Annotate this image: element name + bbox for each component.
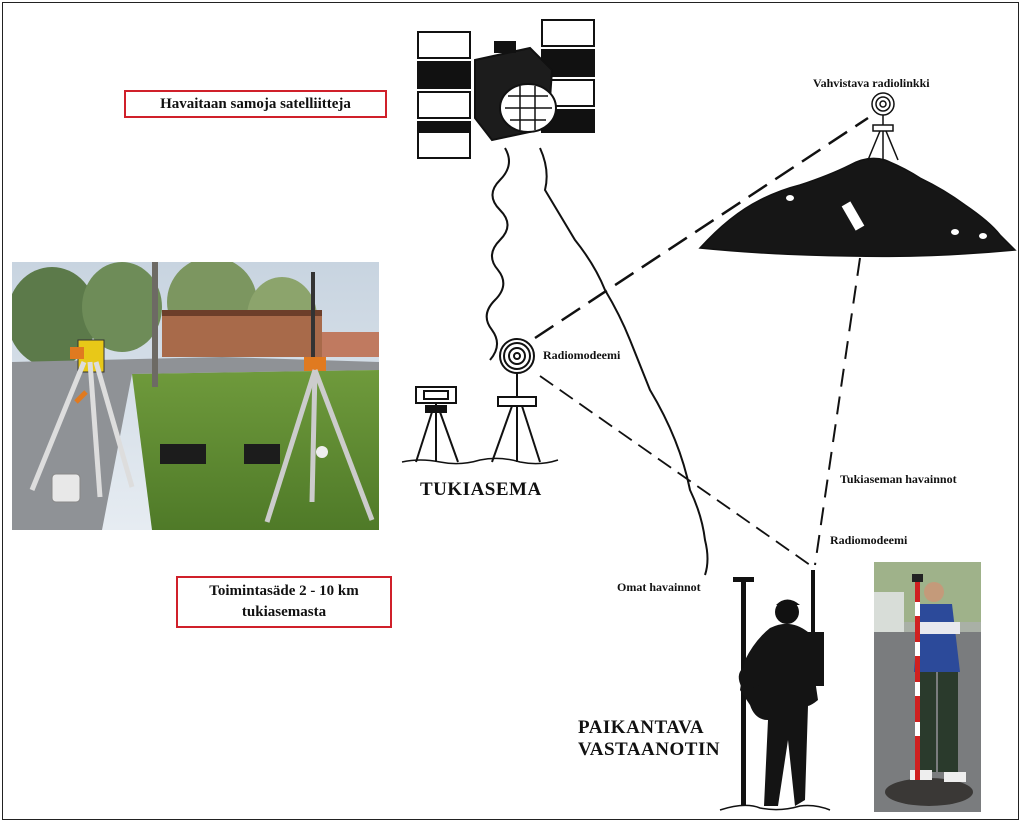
rover-photo [874,562,981,812]
tripod-radio-icon [491,338,541,463]
rover-label-line2: VASTAANOTIN [578,739,721,760]
base-station-photo [12,262,379,530]
link-base-to-rover [539,375,811,566]
link-base-to-hill [534,116,869,340]
signal-to-base [485,147,510,361]
range-box-line2: tukiasemasta [241,604,327,620]
satellites-box-text: Havaitaan samoja satelliitteja [160,96,351,112]
base-station-label: TUKIASEMA [420,479,542,500]
surveyor-silhouette-icon [719,570,831,811]
signal-to-rover [539,147,709,576]
link-hill-to-rover [814,257,861,566]
radiomodem-rover-label: Radiomodeemi [830,533,908,547]
hill-icon [698,157,1017,258]
own-observations-label: Omat havainnot [617,580,701,594]
satellites-box: Havaitaan samoja satelliitteja [124,90,387,118]
range-box-line1: Toimintasäde 2 - 10 km [209,583,359,599]
confirming-link-label: Vahvistava radiolinkki [813,76,930,90]
radiomodem-base-label: Radiomodeemi [543,348,621,362]
range-box: Toimintasäde 2 - 10 km tukiasemasta [176,576,392,628]
rover-label-line1: PAIKANTAVA [578,717,705,738]
satellite-icon [417,19,595,159]
radio-antenna-icon [867,92,899,161]
base-observations-label: Tukiaseman havainnot [840,472,957,486]
tripod-receiver-icon [415,386,459,463]
